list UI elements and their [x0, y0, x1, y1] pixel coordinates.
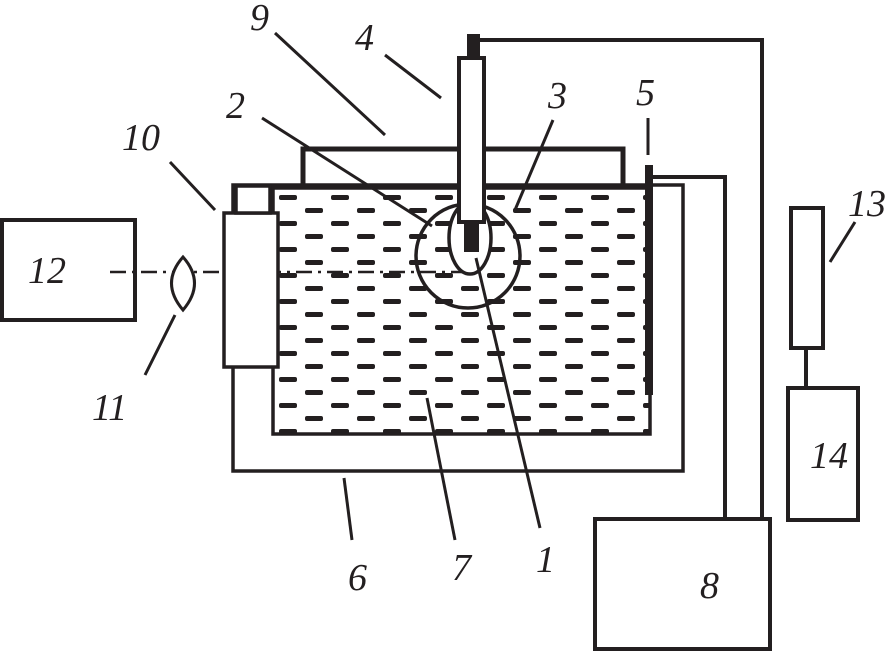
leader-lines [143, 31, 857, 541]
label-12: 12 [28, 250, 66, 292]
box-8 [593, 517, 772, 651]
electrode-5 [645, 165, 653, 395]
label-4: 4 [355, 17, 374, 59]
label-2: 2 [226, 85, 245, 127]
label-3: 3 [547, 75, 567, 117]
label-8: 8 [700, 565, 719, 607]
label-9: 9 [250, 0, 269, 39]
label-11: 11 [92, 387, 127, 429]
label-14: 14 [810, 435, 848, 477]
label-10: 10 [122, 117, 160, 159]
label-5: 5 [636, 72, 655, 114]
label-7: 7 [452, 547, 473, 589]
electrode-tip-1 [464, 222, 479, 252]
window-10 [222, 211, 280, 369]
electrode-4 [457, 56, 486, 224]
label-6: 6 [348, 557, 367, 599]
device-13 [789, 206, 825, 350]
lens-11 [170, 254, 196, 313]
wire-5-8 [652, 175, 727, 520]
wire-4-8 [480, 38, 764, 520]
label-1: 1 [536, 539, 555, 581]
label-13: 13 [848, 183, 886, 225]
box-12 [0, 218, 137, 322]
box-14 [786, 386, 860, 522]
